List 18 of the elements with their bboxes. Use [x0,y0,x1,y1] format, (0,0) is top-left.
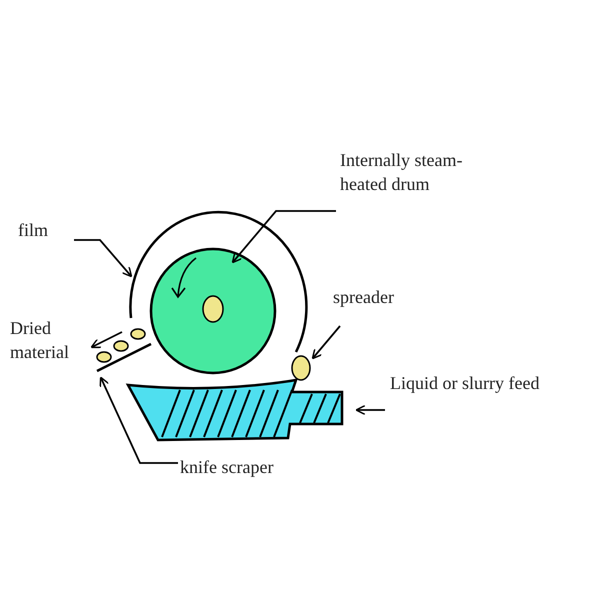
leader-line [90,331,122,348]
callout-label: film [18,218,68,242]
callout-label: Internally steam-heated drum [340,148,490,196]
callout-label: knife scraper [180,455,290,479]
leader-line [74,239,132,278]
leader-line [312,325,341,360]
spreader-roller [291,355,311,381]
film-ring [129,211,308,374]
dried-pellets [96,328,146,363]
leader-line [100,376,178,464]
knife-blade [96,342,152,372]
callout-label: Liquid or slurry feed [390,371,570,395]
leader-line [355,404,385,416]
callout-label: Dried material [10,316,88,364]
feed-trough [126,378,344,442]
drum [150,248,276,374]
callout-label: spreader [333,285,423,309]
leader-line [232,210,336,264]
